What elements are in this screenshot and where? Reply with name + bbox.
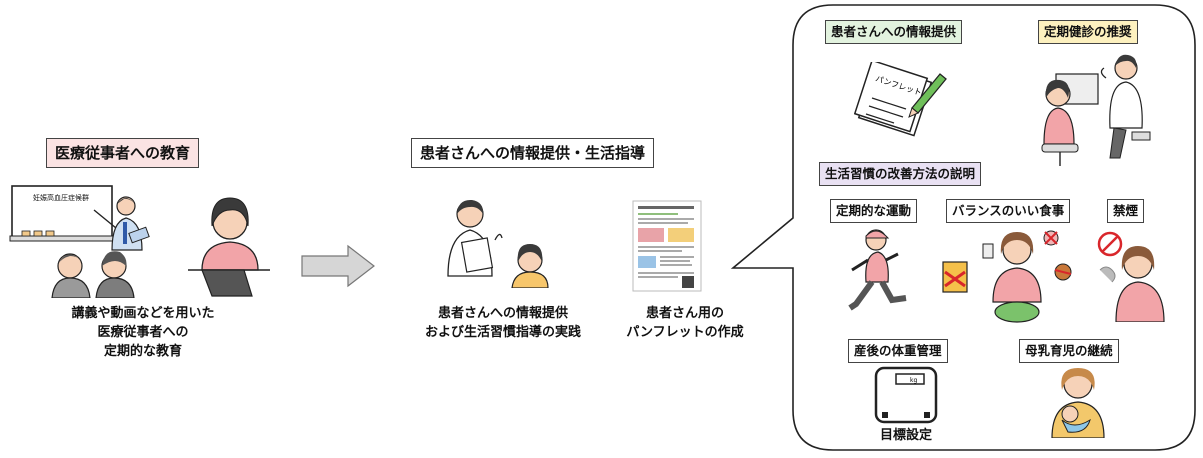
guidance-caption-1: 患者さんへの情報提供 および生活習慣指導の実践 — [408, 304, 598, 342]
target-setting-caption: 目標設定 — [879, 428, 932, 443]
education-caption: 講義や動画などを用いた 医療従事者への 定期的な教育 — [38, 304, 248, 361]
breastfeeding-label: 母乳育児の継続 — [1019, 339, 1119, 363]
education-caption-line1: 講義や動画などを用いた — [71, 306, 215, 321]
guidance-caption-1-line1: 患者さんへの情報提供 — [437, 306, 568, 321]
education-title: 医療従事者への教育 — [46, 138, 200, 168]
no-smoking-illustration — [1097, 231, 1165, 322]
lecture-illustration: 妊娠高血圧症候群 — [9, 185, 270, 298]
education-caption-line3: 定期的な教育 — [103, 344, 182, 359]
lecturer-head — [116, 196, 136, 216]
consultation-illustration — [447, 199, 549, 288]
guidance-title: 患者さんへの情報提供・生活指導 — [411, 138, 655, 168]
guidance-caption-2-line2: パンフレットの作成 — [626, 325, 744, 340]
diet-label: バランスのいい食事 — [946, 199, 1071, 223]
smoking-label: 禁煙 — [1107, 199, 1145, 223]
weight-label: 産後の体重管理 — [848, 339, 948, 363]
guidance-caption-2-line1: 患者さん用の — [645, 306, 724, 321]
exercise-label: 定期的な運動 — [830, 199, 918, 223]
pamphlet-document — [632, 200, 702, 292]
baby-head — [1061, 405, 1079, 423]
salad-bowl-icon — [994, 301, 1040, 323]
beer-mug-icon — [942, 261, 968, 293]
lifestyle-label: 生活習慣の改善方法の説明 — [819, 162, 982, 186]
runner-illustration — [848, 229, 907, 311]
pamphlet-pen-icon: パンフレット — [854, 62, 947, 137]
breastfeeding-illustration — [1051, 368, 1105, 438]
flow-arrow — [301, 244, 375, 288]
meal-illustration — [942, 230, 1072, 323]
cup-noodle-icon — [982, 243, 994, 259]
education-caption-line2: 医療従事者への — [97, 325, 189, 340]
scale-unit: kg — [910, 377, 917, 384]
checkup-illustration — [1041, 54, 1151, 166]
whiteboard-text: 妊娠高血圧症候群 — [33, 193, 89, 202]
info-provision-label: 患者さんへの情報提供 — [825, 20, 963, 44]
scale-icon: kg — [874, 366, 938, 424]
checkup-label: 定期健診の推奨 — [1038, 20, 1138, 44]
guidance-caption-1-line2: および生活習慣指導の実践 — [424, 325, 581, 340]
guidance-caption-2: 患者さん用の パンフレットの作成 — [610, 304, 760, 342]
